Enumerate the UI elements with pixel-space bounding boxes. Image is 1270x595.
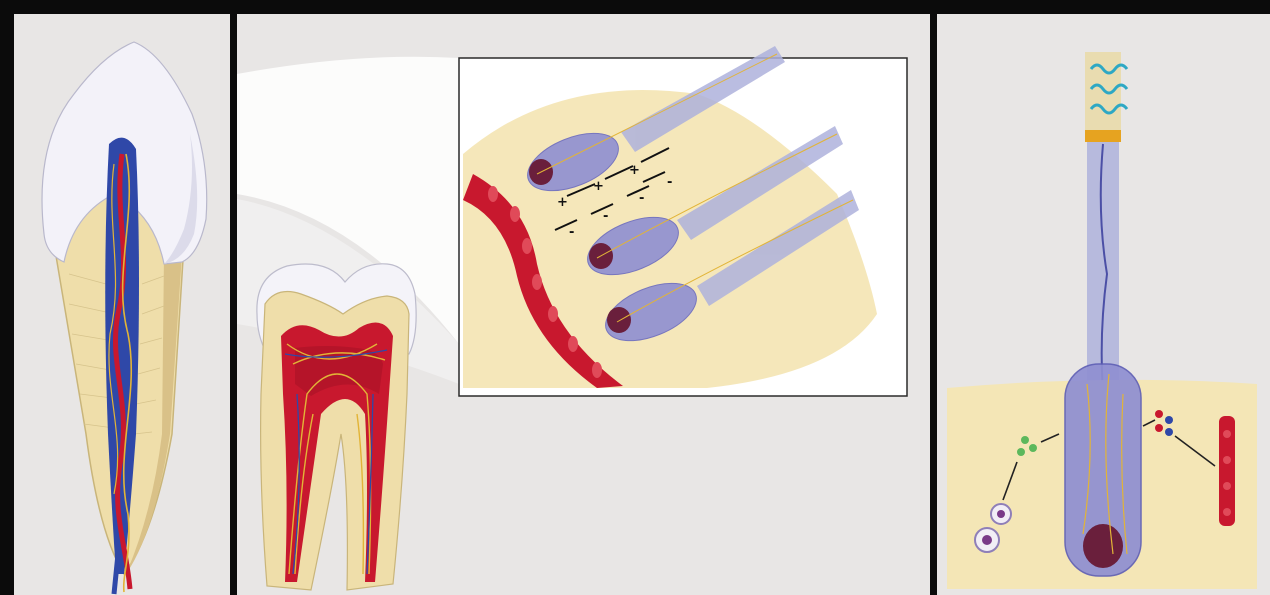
odontoblast-inset: + + + - - - - [459, 46, 907, 396]
tubule-top [1085, 52, 1121, 132]
incisor-panel [14, 14, 230, 595]
odontoblast-nucleus [1083, 524, 1123, 568]
odontoblast-process [1087, 142, 1119, 392]
minus-sign: - [569, 225, 574, 240]
odontoblast-panel [937, 14, 1270, 595]
incisor-illustration [14, 14, 230, 595]
molar-panel: + + + - - - - [237, 14, 930, 595]
minus-sign: - [603, 209, 608, 224]
plus-sign: + [593, 179, 604, 194]
plus-sign: + [629, 163, 640, 178]
molar-illustration: + + + - - - - [237, 14, 930, 595]
plus-sign: + [557, 195, 568, 210]
incisor-vein-tail [114, 554, 118, 594]
odontoblast-illustration [937, 14, 1270, 595]
tubule-band [1085, 130, 1121, 142]
minus-sign: - [639, 191, 644, 206]
minus-sign: - [667, 175, 672, 190]
